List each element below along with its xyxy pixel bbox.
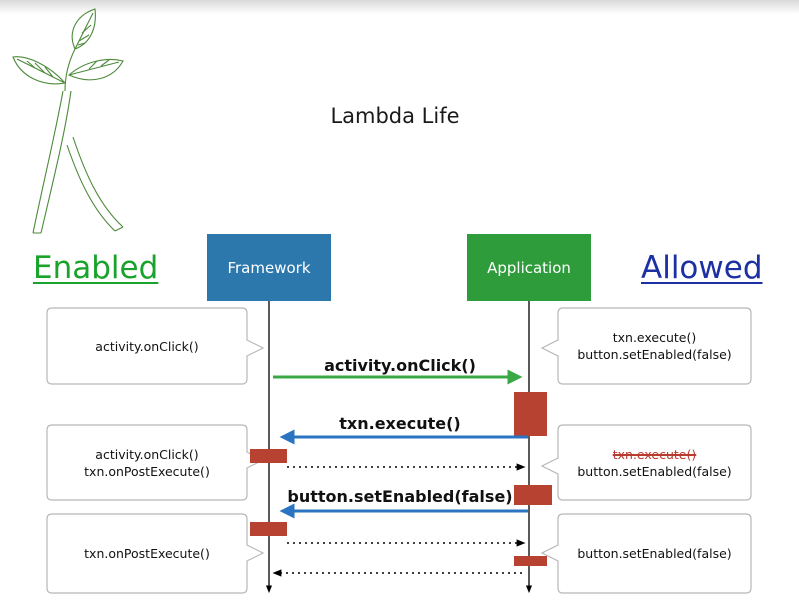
allowed-heading[interactable]: Allowed bbox=[641, 250, 763, 286]
bubble-line: button.setEnabled(false) bbox=[577, 463, 732, 479]
message-label-activity-onclick: activity.onClick() bbox=[324, 356, 476, 375]
right-bubble-3 bbox=[540, 513, 752, 594]
bubble-line: txn.onPostExecute() bbox=[84, 463, 210, 479]
right-bubble-1-text: txn.execute() button.setEnabled(false) bbox=[558, 308, 751, 384]
left-bubble-3 bbox=[46, 513, 265, 594]
right-bubble-2-text: txn.execute() button.setEnabled(false) bbox=[558, 425, 751, 500]
framework-actor: Framework bbox=[207, 234, 331, 301]
bubble-line: button.setEnabled(false) bbox=[577, 546, 732, 561]
right-bubble-3-text: button.setEnabled(false) bbox=[558, 514, 751, 593]
activation-box-app-3 bbox=[514, 556, 547, 566]
application-actor: Application bbox=[467, 234, 591, 301]
left-bubbles bbox=[46, 307, 265, 594]
top-bar bbox=[0, 0, 799, 14]
bubble-line: activity.onClick() bbox=[95, 338, 199, 354]
activation-box-app-2 bbox=[514, 485, 552, 505]
right-bubble-1 bbox=[540, 307, 752, 385]
message-label-set-enabled: button.setEnabled(false) bbox=[287, 487, 513, 506]
left-bubble-2 bbox=[46, 424, 265, 501]
enabled-heading[interactable]: Enabled bbox=[33, 250, 159, 286]
left-bubble-1 bbox=[46, 307, 265, 385]
left-bubble-2-text: activity.onClick() txn.onPostExecute() bbox=[47, 425, 247, 500]
bubble-line: activity.onClick() bbox=[95, 446, 199, 462]
bubble-line: txn.onPostExecute() bbox=[84, 546, 210, 561]
bubble-line: button.setEnabled(false) bbox=[577, 347, 732, 362]
left-bubble-3-text: txn.onPostExecute() bbox=[47, 514, 247, 593]
activation-box-fw-2 bbox=[250, 522, 287, 536]
bubble-line: txn.execute() bbox=[612, 330, 697, 345]
left-bubble-1-text: activity.onClick() bbox=[47, 308, 247, 384]
activation-box-app-1 bbox=[514, 392, 547, 436]
lambda-sprout-icon bbox=[12, 8, 124, 234]
message-label-txn-execute: txn.execute() bbox=[339, 414, 461, 433]
activation-box-fw-1 bbox=[250, 449, 287, 463]
right-bubbles bbox=[540, 307, 752, 594]
bubble-line-struck: txn.execute() bbox=[612, 446, 697, 462]
right-bubble-2 bbox=[540, 424, 752, 501]
diagram-title: Lambda Life bbox=[330, 104, 460, 128]
